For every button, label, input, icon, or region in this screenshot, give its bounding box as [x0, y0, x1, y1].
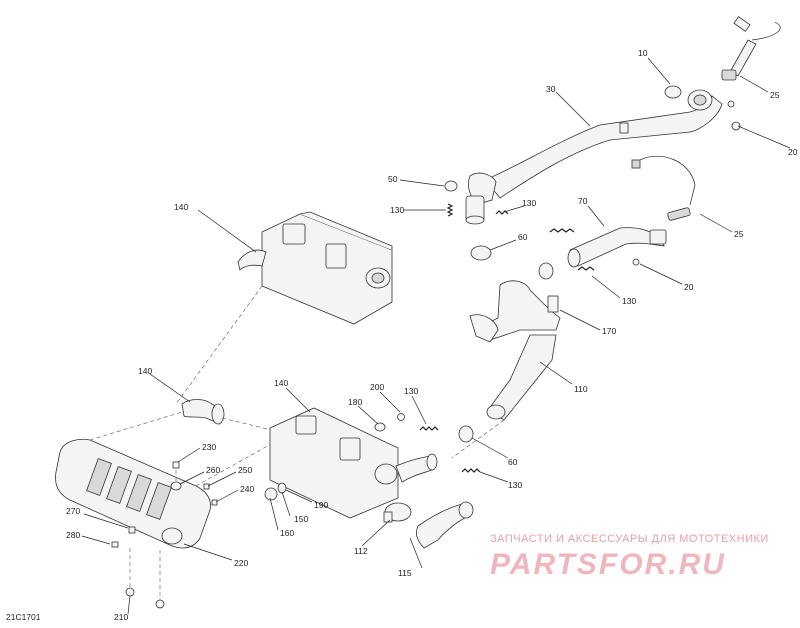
spring-130d: [577, 266, 595, 271]
gasket-ring-60b: [458, 425, 474, 443]
callout-250: 250: [238, 465, 252, 475]
callout-200: 200: [370, 382, 384, 392]
gasket-ring-upper: [664, 85, 682, 99]
mid-pipe: [486, 334, 557, 421]
callout-130-d: 130: [404, 386, 418, 396]
callout-280: 280: [66, 530, 80, 540]
bracket-pipe-mid: [465, 195, 485, 225]
callout-210: 210: [114, 612, 128, 622]
callout-130-b: 130: [522, 198, 536, 208]
spring-130b: [495, 210, 509, 215]
oxygen-sensor-upper: [721, 16, 781, 81]
nut-160: [264, 487, 278, 501]
callout-112: 112: [354, 546, 368, 556]
callout-140-lower: 140: [274, 378, 288, 388]
spring-130c: [549, 228, 575, 233]
callout-70: 70: [578, 196, 588, 206]
callout-150: 150: [294, 514, 308, 524]
gasket-ring-60a: [470, 245, 554, 280]
callout-130-e: 130: [508, 480, 522, 490]
spring-130a: [446, 203, 454, 217]
oxygen-sensor-lower: [631, 155, 696, 221]
callout-160: 160: [280, 528, 294, 538]
callout-110: 110: [574, 384, 588, 394]
callout-20-upper: 20: [788, 147, 798, 157]
dashed-guide-2: [195, 439, 279, 487]
grommet-210b: [155, 599, 165, 609]
watermark-logo: PARTSFOR.RU: [490, 548, 726, 581]
watermark-tagline: ЗАПЧАСТИ И АКСЕССУАРЫ ДЛЯ МОТОТЕХНИКИ: [490, 533, 769, 545]
dashed-guide-8: [451, 419, 505, 459]
dashed-guide-1: [89, 411, 183, 441]
callout-25-lower: 25: [734, 229, 744, 239]
clip-270: [128, 526, 136, 534]
spring-130e: [419, 426, 439, 431]
clip-250: [203, 483, 210, 490]
callout-25-upper: 25: [770, 90, 780, 100]
callout-190: 190: [314, 500, 328, 510]
washer-180: [374, 422, 386, 432]
callout-115: 115: [398, 568, 412, 578]
header-pipe: [468, 89, 723, 205]
callout-140-upper: 140: [174, 202, 188, 212]
grommet-210a: [125, 587, 135, 597]
screw-240: [211, 499, 218, 506]
leader-lines: [81, 57, 791, 615]
callout-20-lower: 20: [684, 282, 694, 292]
bolt-230: [172, 461, 180, 469]
callout-130-a: 130: [390, 205, 404, 215]
bushing-260: [170, 481, 182, 491]
muffler-lower: [269, 407, 438, 519]
callout-60-lower: 60: [508, 457, 518, 467]
muffler-upper: [237, 211, 393, 325]
callout-220: 220: [234, 558, 248, 568]
tail-pipe: [416, 501, 474, 549]
inlet-elbow: [181, 399, 225, 425]
callout-130-c: 130: [622, 296, 636, 306]
callout-260: 260: [206, 465, 220, 475]
band-clamp: [383, 502, 412, 523]
callout-270: 270: [66, 506, 80, 516]
heat-shield: [55, 438, 211, 549]
callout-30: 30: [546, 84, 556, 94]
rear-header-pipe: [567, 227, 667, 268]
nut-lower-20: [632, 258, 640, 266]
diagram-reference-code: 21C1701: [6, 612, 41, 622]
spring-130f: [461, 468, 481, 473]
callout-60-upper: 60: [518, 232, 528, 242]
bushing-150: [277, 482, 287, 494]
clip-280: [111, 541, 119, 548]
callout-140-elbow: 140: [138, 366, 152, 376]
callout-230: 230: [202, 442, 216, 452]
callout-labels: 10 25 30 20 50 130 130 60 70 25 20 130 1…: [66, 48, 798, 622]
nut-upper: [727, 100, 741, 131]
nut-200: [397, 413, 405, 421]
callout-180: 180: [348, 397, 362, 407]
callout-240: 240: [240, 484, 254, 494]
callout-10: 10: [638, 48, 648, 58]
callout-50: 50: [388, 174, 398, 184]
callout-170: 170: [602, 326, 616, 336]
y-pipe: [469, 280, 561, 343]
dashed-guide-7: [175, 285, 263, 405]
clamp-50: [444, 180, 458, 192]
